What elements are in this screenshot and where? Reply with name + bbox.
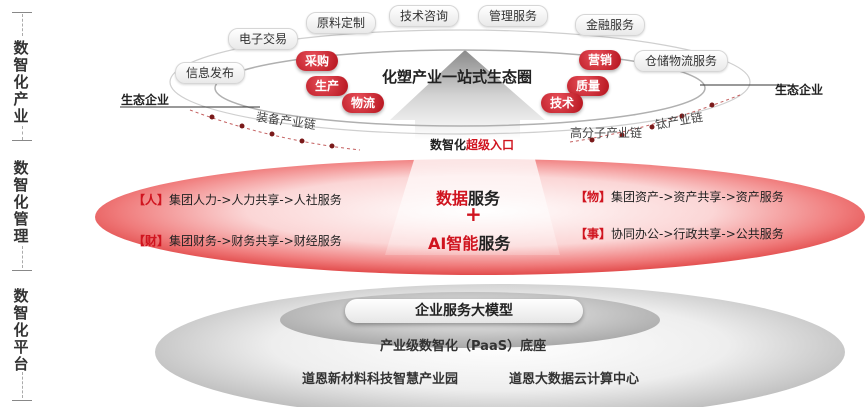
super-entry-prefix: 数智化: [430, 138, 467, 152]
red-quality: 质量: [567, 76, 610, 96]
red-purchasing: 采购: [296, 51, 339, 71]
label-digital-management: 数智化管理: [13, 159, 29, 245]
super-entry: 数智化超级入口: [430, 136, 514, 153]
chain-polymer: 高分子产业链: [570, 126, 643, 140]
service-info-release: 信息发布: [175, 62, 246, 84]
service-finance: 金融服务: [575, 14, 646, 36]
super-entry-highlight: 超级入口: [466, 138, 515, 152]
ecosystem-title: 化塑产业一站式生态圈: [382, 68, 533, 86]
red-technology: 技术: [541, 93, 584, 113]
mgmt-assets: 【物】集团资产->资产共享->资产服务: [575, 190, 784, 204]
left-separator-top: [12, 12, 32, 13]
left-separator-bottom: [12, 400, 32, 401]
base-industrial-park: 道恩新材料科技智慧产业园: [302, 372, 459, 387]
left-separator-2: [12, 270, 32, 271]
service-electronic-trading: 电子交易: [228, 28, 299, 50]
red-marketing: 营销: [579, 50, 622, 70]
upward-arrow: [390, 50, 545, 140]
upward-beam: [385, 140, 560, 255]
center-plus: +: [465, 202, 482, 226]
left-dash-1: [22, 14, 23, 36]
paas-base: 产业级数智化（PaaS）底座: [380, 339, 547, 354]
eco-enterprise-left: 生态企业: [121, 93, 170, 107]
service-management: 管理服务: [478, 5, 549, 27]
orbit-inner: [214, 49, 706, 127]
eco-enterprise-right: 生态企业: [775, 83, 824, 97]
enterprise-model-pill: 企业服务大模型: [345, 299, 583, 323]
center-data-service: 数据服务: [436, 189, 501, 208]
service-raw-material-customization: 原料定制: [306, 12, 377, 34]
left-dash-3: [22, 246, 23, 268]
left-separator-1: [12, 140, 32, 141]
left-dash-4: [22, 372, 23, 398]
mgmt-finance: 【财】集团财务->财务共享->财经服务: [133, 234, 342, 248]
chain-polymer-line: [569, 94, 741, 143]
left-dash-2: [22, 126, 23, 140]
mgmt-people: 【人】集团人力->人力共享->人社服务: [133, 193, 342, 207]
orbit-outer: [169, 29, 751, 135]
label-digital-platform: 数智化平台: [13, 287, 29, 373]
service-warehouse-logistics: 仓储物流服务: [634, 50, 729, 72]
label-digital-industry: 数智化产业: [13, 39, 29, 125]
service-tech-consulting: 技术咨询: [389, 5, 460, 27]
center-ai-service: AI智能服务: [428, 234, 511, 253]
mgmt-affairs: 【事】协同办公->行政共享->公共服务: [575, 227, 784, 241]
red-logistics: 物流: [342, 93, 385, 113]
red-production: 生产: [306, 76, 349, 96]
base-cloud-center: 道恩大数据云计算中心: [509, 372, 640, 387]
